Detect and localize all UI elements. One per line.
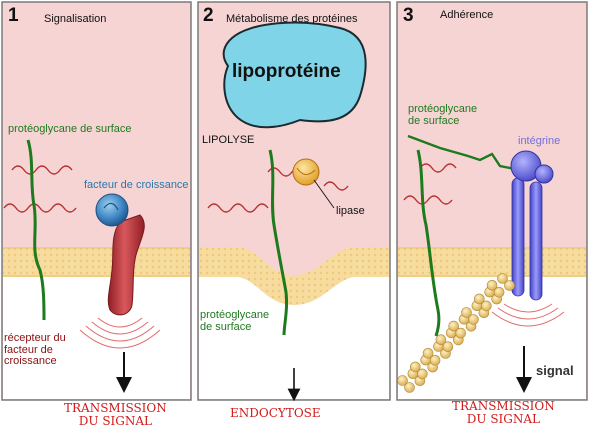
integrin-leg-alpha (511, 177, 525, 297)
panel-1-proteoglycan-label: protéoglycane de surface (8, 123, 132, 135)
panel-1-membrane (3, 247, 190, 277)
lipase-label: lipase (336, 205, 365, 217)
glycosaminoglycan-chain (403, 195, 453, 205)
actin-bead (409, 361, 421, 373)
panel-2-title: Métabolisme des protéines (226, 13, 358, 25)
actin-bead (397, 375, 408, 386)
panel-3 (396, 1, 588, 401)
proteoglycan-core (26, 139, 46, 321)
panel-3-title: Adhérence (440, 9, 494, 21)
actin-bead (493, 286, 505, 298)
panel-2-outcome: ENDOCYTOSE (230, 406, 321, 420)
actin-bead (429, 354, 441, 366)
actin-bead (461, 307, 472, 318)
glycosaminoglycan-chain (419, 163, 457, 173)
panel-1 (1, 1, 192, 401)
actin-bead (435, 334, 447, 346)
actin-bead (480, 300, 492, 312)
panel-2-membrane-invagination (199, 247, 389, 305)
panel-1-number: 1 (8, 5, 19, 26)
actin-bead (422, 347, 434, 359)
signal-label: signal (536, 363, 574, 378)
glycosaminoglycan-chain (207, 203, 269, 213)
panel-2-cytoplasm (199, 277, 389, 399)
panel-2-number: 2 (203, 5, 214, 26)
actin-bead (486, 279, 498, 291)
actin-bead (468, 314, 479, 325)
panel-3-number: 3 (403, 5, 414, 26)
panel-1-outcome: TRANSMISSION DU SIGNAL (64, 401, 167, 428)
receptor-label: récepteur du facteur de croissance (4, 332, 66, 368)
lipase (292, 158, 320, 186)
signal-waves (79, 317, 161, 349)
integrin-leg-beta (529, 181, 543, 301)
panel-2-proteoglycan-label: protéoglycane de surface (200, 309, 270, 333)
signal-waves (491, 303, 565, 327)
actin-bead (442, 341, 454, 353)
proteoglycan-core (416, 149, 441, 337)
panel-3-membrane (398, 247, 586, 277)
glycosaminoglycan-chain (323, 181, 349, 191)
actin-bead (473, 293, 485, 305)
actin-bead (448, 320, 460, 332)
panel-2 (197, 1, 391, 402)
lipoprotein-label: lipoprotéine (232, 61, 341, 82)
panel-3-proteoglycan-label: protéoglycane de surface (408, 103, 478, 127)
panel-1-title: Signalisation (44, 13, 107, 25)
actin-filament (397, 273, 515, 393)
lipoprotein (222, 21, 367, 129)
panel-3-outcome: TRANSMISSION DU SIGNAL (452, 399, 555, 426)
lipase-pointer (313, 179, 335, 209)
actin-bead (404, 382, 415, 393)
lipolysis-label: LIPOLYSE (202, 134, 255, 146)
actin-bead (455, 327, 467, 339)
growth-factor-receptor (107, 214, 145, 316)
growth-factor (95, 193, 129, 227)
actin-bead (416, 368, 428, 380)
proteoglycan-core (268, 149, 289, 336)
panel-1-cytoplasm (3, 277, 190, 399)
growth-factor-label: facteur de croissance (84, 179, 189, 191)
actin-bead (504, 280, 515, 291)
actin-bead (497, 273, 508, 284)
glycosaminoglycan-chain (11, 165, 73, 175)
integrin-label: intégrine (518, 135, 561, 147)
glycosaminoglycan-chain (3, 203, 77, 213)
